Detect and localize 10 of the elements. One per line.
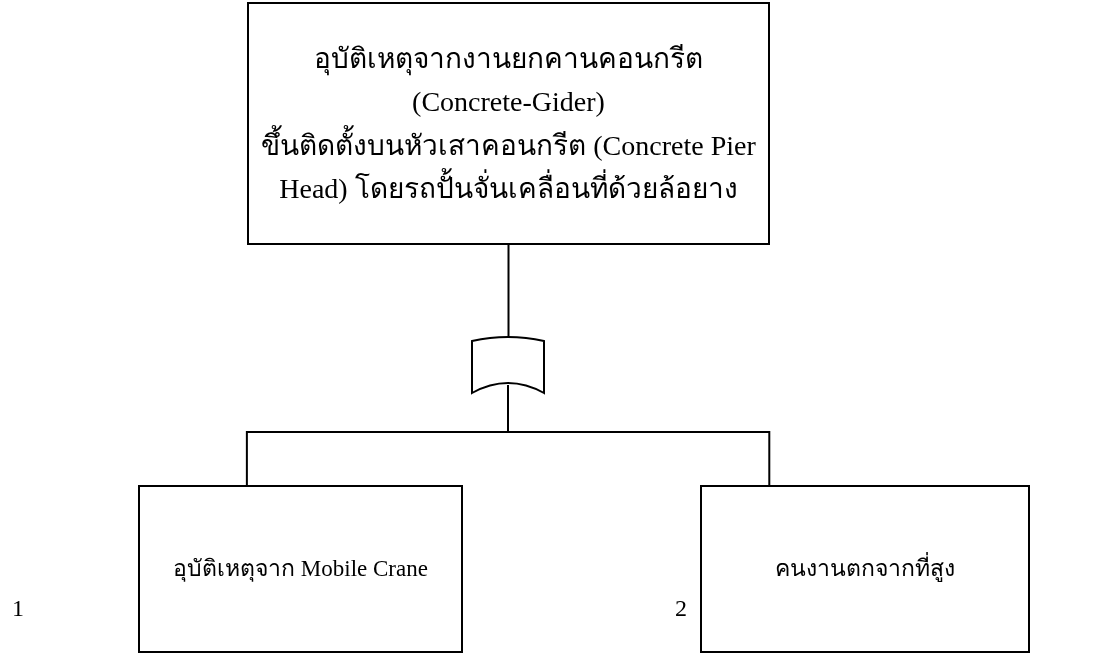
event-text: คนงานตกจากที่สูง — [775, 551, 955, 587]
event-number: 1 — [12, 595, 24, 622]
event-box — [247, 2, 770, 245]
event-text: อุบัติเหตุจากงานยกคานคอนกรีต (Concrete-Gider) ขึ้นติดตั้งบนหัวเสาคอนกรีต (Concrete Pier Head) โดยรถปั้นจั่นเคลื่อนที่ด้วยล้อยาง — [260, 41, 757, 206]
or-gate — [470, 333, 546, 395]
event-box — [700, 485, 1030, 653]
connector-line — [507, 244, 510, 338]
event-box — [138, 485, 463, 653]
event-text: อุบัติเหตุจาก Mobile Crane — [173, 555, 428, 584]
event-number: 2 — [675, 595, 687, 622]
